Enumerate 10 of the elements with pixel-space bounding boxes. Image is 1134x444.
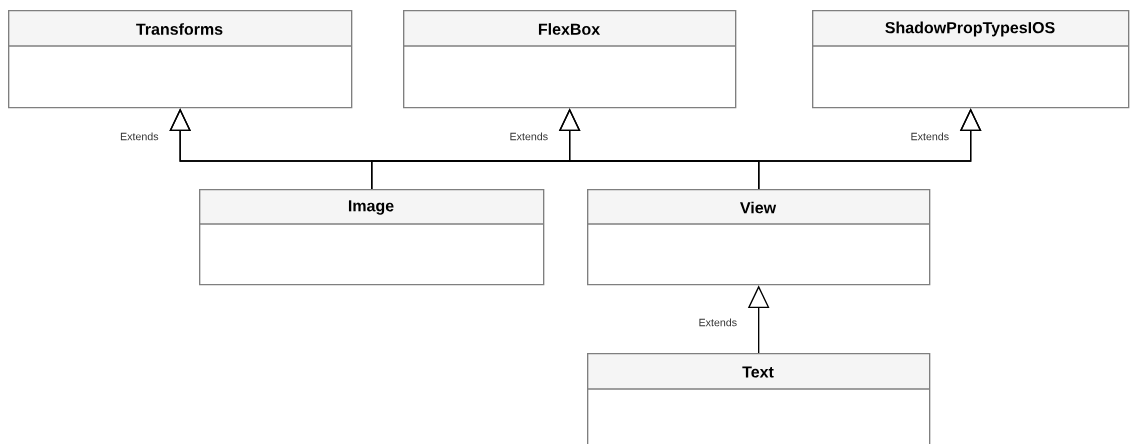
- class-box: Transforms: [7, 10, 353, 109]
- edge-label: Extends: [508, 131, 550, 142]
- edge-label: Extends: [697, 317, 739, 328]
- class-box: Text: [586, 353, 931, 444]
- edge-label: Extends: [909, 131, 951, 142]
- class-box: FlexBox: [402, 10, 737, 109]
- class-box: View: [586, 189, 931, 286]
- class-box: Image: [198, 189, 545, 286]
- class-box: ShadowPropTypesIOS: [811, 10, 1130, 109]
- edge-label: Extends: [118, 131, 160, 142]
